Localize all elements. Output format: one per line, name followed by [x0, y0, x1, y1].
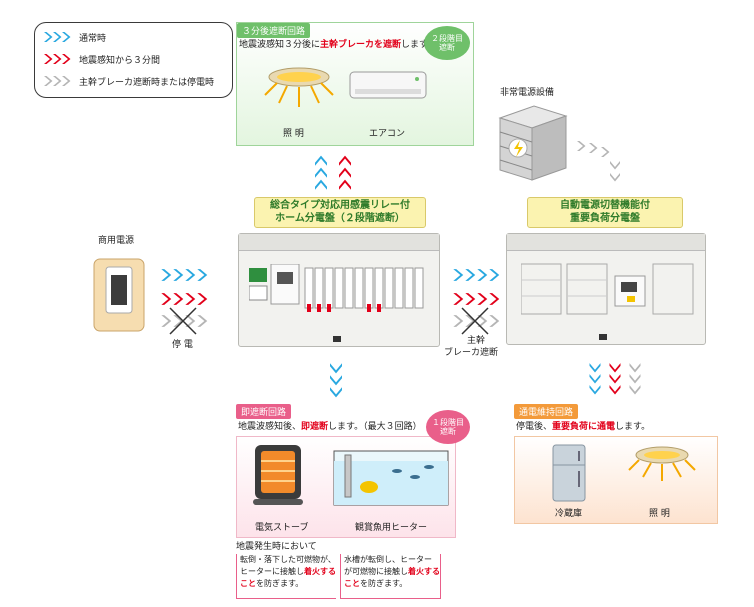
quake-note-1: 転倒・落下した可燃物が、 ヒーターに接触し着火する ことを防ぎます。	[236, 554, 336, 599]
stage2-badge: ２段階目 遮断	[424, 26, 470, 60]
ceiling-light-icon	[264, 67, 334, 107]
instant-circuit-box: 電気ストーブ 観賞魚用ヒーター	[236, 436, 456, 538]
cross-mark-middle-icon	[461, 307, 489, 335]
main-breaker-off-line2: ブレーカ遮断	[444, 348, 499, 358]
instant-circuit-header: 即遮断回路	[236, 404, 292, 419]
red-up-arrows-icon	[339, 155, 351, 190]
delayed-circuit-desc: 地震波感知３分後に主幹ブレーカを遮断します。	[239, 40, 437, 50]
delayed-item-light: 照 明	[283, 129, 304, 139]
auto-panel-breakers-icon	[521, 263, 694, 315]
blue-right-arrows-icon	[161, 269, 208, 281]
blue-right-arrows-middle-icon	[453, 269, 500, 281]
main-breaker-off-line1: 主幹	[467, 336, 486, 346]
air-conditioner-icon	[349, 71, 427, 99]
instant-circuit-section: 即遮断回路 地震波感知後、即遮断します。（最大３回路） 電気ストーブ 観賞魚用ヒ…	[236, 404, 472, 538]
power-keep-header: 通電維持回路	[514, 404, 579, 419]
main-distribution-panel	[238, 233, 440, 347]
red-right-arrows-icon	[161, 293, 208, 305]
gray-curved-arrows-icon	[577, 141, 620, 182]
stage1-badge: １段階目 遮断	[426, 410, 470, 444]
power-keep-desc: 停電後、重要負荷に通電します。	[516, 422, 651, 432]
instant-item-aquarium-heater: 観賞魚用ヒーター	[355, 523, 428, 533]
aquarium-icon	[333, 450, 449, 506]
delayed-circuit-header: ３分後遮断回路	[237, 23, 311, 38]
legend-quake-label: 地震感知から３分間	[79, 55, 161, 66]
auto-switching-panel	[506, 233, 706, 345]
blue-chevron-icon	[44, 32, 71, 42]
power-keep-box: 冷蔵庫 照 明	[514, 436, 718, 524]
delayed-item-aircon: エアコン	[369, 129, 406, 139]
refrigerator-icon	[552, 444, 586, 502]
emergency-power-label: 非常電源設備	[500, 88, 555, 98]
blue-down-arrows-icon	[330, 363, 342, 398]
keep-item-fridge: 冷蔵庫	[555, 509, 583, 519]
legend: 通常時 地震感知から３分間 主幹ブレーカ遮断時または停電時	[34, 22, 233, 98]
legend-row-breaker: 主幹ブレーカ遮断時または停電時	[43, 73, 214, 89]
legend-row-quake: 地震感知から３分間	[43, 51, 160, 67]
red-right-arrows-middle-icon	[453, 293, 500, 305]
quake-note-2: 水槽が転倒し、ヒーター が可燃物に接触し着火する ことを防ぎます。	[340, 554, 441, 599]
main-panel-breakers-icon	[249, 264, 424, 312]
commercial-power-label: 商用電源	[98, 236, 135, 246]
keep-item-light: 照 明	[649, 509, 670, 519]
instant-item-heater: 電気ストーブ	[255, 523, 309, 533]
emergency-power-unit-icon	[498, 105, 568, 181]
instant-circuit-desc: 地震波感知後、即遮断します。（最大３回路）	[238, 422, 422, 432]
gray-down-arrows-right-icon	[629, 363, 641, 395]
power-keep-section: 通電維持回路 停電後、重要負荷に通電します。 冷蔵庫 照 明	[514, 404, 718, 524]
legend-row-normal: 通常時	[43, 29, 106, 45]
legend-normal-label: 通常時	[79, 33, 107, 44]
power-meter-icon	[93, 258, 145, 332]
red-down-arrows-right-icon	[609, 363, 621, 395]
ceiling-light-keep-icon	[628, 446, 696, 481]
blue-up-arrows-icon	[315, 155, 327, 190]
auto-panel-title: 自動電源切替機能付 重要負荷分電盤	[527, 197, 683, 228]
legend-breaker-label: 主幹ブレーカ遮断時または停電時	[79, 77, 215, 88]
quake-note-title: 地震発生時において	[236, 542, 317, 552]
outage-label: 停 電	[172, 340, 193, 350]
electric-heater-icon	[253, 445, 303, 505]
main-panel-title: 総合タイプ対応用感震リレー付 ホーム分電盤（２段階遮断）	[254, 197, 426, 228]
gray-chevron-icon	[44, 76, 71, 86]
cross-mark-icon	[169, 307, 197, 335]
red-chevron-icon	[44, 54, 71, 64]
blue-down-arrows-right-icon	[589, 363, 601, 395]
